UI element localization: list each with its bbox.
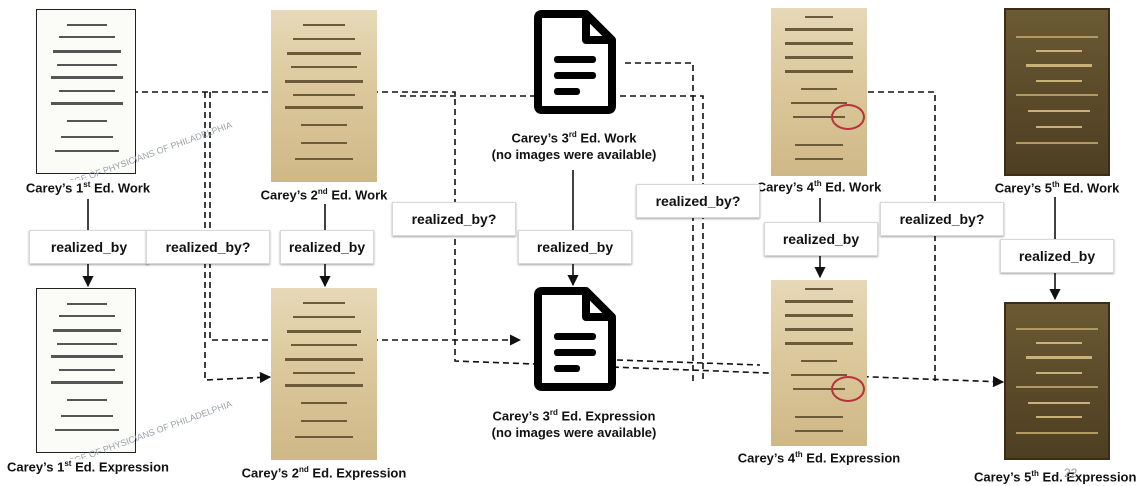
edge-dash-d bbox=[625, 62, 694, 382]
e1-expression-image: COLLEGE OF PHYSICIANS OF PHILADELPHIA bbox=[36, 288, 233, 475]
edge-dash-c bbox=[209, 92, 522, 346]
e1-work-label: Carey’s 1st Ed. Work bbox=[20, 180, 156, 197]
edge-label-realized-by-e5: realized_by bbox=[1000, 239, 1114, 273]
e3-work-label: Carey’s 3rd Ed. Work (no images were ava… bbox=[476, 130, 672, 163]
edge-label-realized-by-e3: realized_by bbox=[518, 230, 632, 264]
e4-expression-label: Carey’s 4th Ed. Expression bbox=[736, 450, 902, 467]
e5-expression-image bbox=[1004, 302, 1110, 460]
document-icon bbox=[534, 287, 616, 391]
edge-dash-e bbox=[400, 95, 704, 380]
edge-dash-f bbox=[868, 91, 936, 382]
edge-label-realized-by-q-e3: realized_by? bbox=[636, 184, 760, 218]
e4-expression-image bbox=[771, 280, 867, 446]
e2-work-label: Carey’s 2nd Ed. Work bbox=[252, 187, 396, 204]
edge-dash-g bbox=[616, 359, 761, 366]
e5-expression-label: Carey’s 5th Ed. Expression bbox=[974, 469, 1136, 486]
e4-work-label: Carey’s 4th Ed. Work bbox=[752, 179, 886, 196]
edge-label-realized-by-q-e1: realized_by? bbox=[146, 230, 270, 264]
edge-label-realized-by-e4: realized_by bbox=[764, 222, 878, 256]
library-stamp bbox=[831, 376, 865, 402]
edge-dash-b bbox=[204, 92, 272, 384]
library-stamp bbox=[831, 104, 865, 130]
e5-work-image bbox=[1004, 8, 1110, 176]
edge-label-realized-by-q-e2: realized_by? bbox=[392, 202, 516, 236]
document-icon bbox=[534, 10, 616, 114]
e3-expression-label: Carey’s 3rd Ed. Expression (no images we… bbox=[476, 408, 672, 441]
e4-work-image bbox=[771, 8, 867, 176]
e1-work-image: COLLEGE OF PHYSICIANS OF PHILADELPHIA bbox=[36, 9, 233, 196]
e2-expression-image bbox=[271, 288, 377, 460]
edge-label-realized-by-e1: realized_by bbox=[29, 230, 149, 264]
edge-label-realized-by-q-e4: realized_by? bbox=[880, 202, 1004, 236]
e1-expression-label: Carey’s 1st Ed. Expression bbox=[4, 459, 172, 476]
page-number: 22 bbox=[1064, 466, 1078, 480]
e2-expression-label: Carey’s 2nd Ed. Expression bbox=[240, 465, 408, 482]
e2-work-image bbox=[271, 10, 377, 182]
e5-work-label: Carey’s 5th Ed. Work bbox=[986, 180, 1128, 197]
edge-label-realized-by-e2: realized_by bbox=[280, 230, 374, 264]
